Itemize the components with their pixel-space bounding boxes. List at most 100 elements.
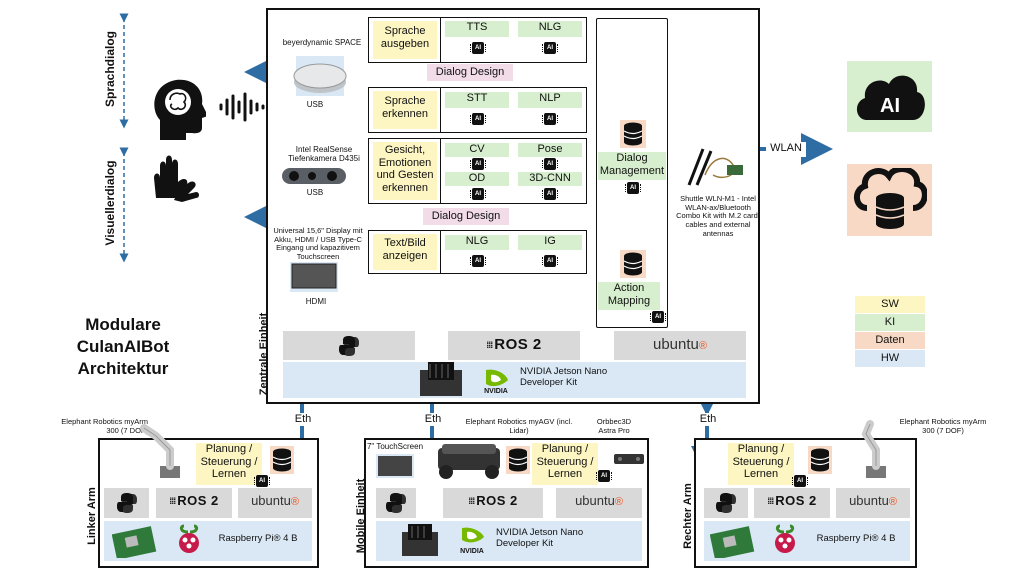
right-arm-robot: Elephant Robotics myArm 300 (7 DOF) bbox=[899, 417, 987, 435]
ki-3d-cnn: 3D-CNN bbox=[518, 172, 582, 186]
speaker-port: USB bbox=[306, 100, 324, 109]
eth-label-right: Eth bbox=[693, 413, 723, 426]
ki-stt: STT bbox=[445, 92, 509, 108]
robot-arm-icon bbox=[140, 424, 180, 478]
ubuntu-strip bbox=[556, 488, 642, 518]
right-arm-label: Rechter Arm bbox=[682, 483, 694, 549]
raspberry-logo-icon bbox=[179, 524, 199, 553]
database-icon bbox=[623, 122, 643, 146]
legend-sw: SW bbox=[855, 296, 925, 313]
ai-chip-icon: AI bbox=[542, 255, 558, 267]
ubuntu-logo: ubuntu® bbox=[575, 493, 623, 508]
ros2-logo: ⁞⁞⁞ROS 2 bbox=[169, 493, 219, 508]
ki-tts: TTS bbox=[445, 21, 509, 37]
nvidia-wordmark: NVIDIA bbox=[484, 388, 508, 395]
head-brain-icon bbox=[154, 79, 206, 140]
sign-language-hands-icon bbox=[154, 155, 199, 202]
ai-chip-icon: AI bbox=[542, 42, 558, 54]
left-arm-robot: Elephant Robotics myArm 300 (7 DOF) bbox=[61, 417, 148, 435]
mobile-planning: Planung / Steuerung / Lernen bbox=[532, 443, 598, 485]
legend-hw: HW bbox=[855, 350, 925, 367]
ki-nlg-2: NLG bbox=[445, 235, 509, 250]
camera-name: Intel RealSense Tiefenkamera D435i bbox=[288, 145, 360, 164]
ki-nlp: NLP bbox=[518, 92, 582, 108]
robot-arm-icon bbox=[861, 420, 886, 478]
jetson-board-icon bbox=[402, 524, 438, 556]
ros2-label: ROS 2 bbox=[476, 493, 518, 508]
ubuntu-label: ubuntu bbox=[575, 493, 615, 508]
ros2-logo: ⁞⁞⁞ROS 2 bbox=[468, 493, 518, 508]
ubuntu-strip bbox=[238, 488, 312, 518]
speakerphone-icon bbox=[293, 56, 347, 96]
jetson-hw-area bbox=[283, 362, 746, 398]
ros2-strip bbox=[448, 331, 580, 360]
raspberry-board-icon bbox=[112, 526, 157, 558]
jetson-label: NVIDIA Jetson Nano Developer Kit bbox=[520, 366, 608, 388]
astra-camera-icon bbox=[614, 454, 644, 464]
ai-chip-icon: AI bbox=[596, 470, 612, 482]
ai-chip-icon: AI bbox=[470, 158, 486, 170]
wlan-label: WLAN bbox=[766, 142, 806, 157]
ubuntu-logo: ubuntu® bbox=[653, 336, 707, 353]
row-divider bbox=[440, 17, 441, 63]
ai-chip-icon: AI bbox=[470, 255, 486, 267]
dialog-design-label-bottom: Dialog Design bbox=[423, 208, 509, 225]
side-label-sprachdialog: Sprachdialog bbox=[103, 31, 117, 108]
database-icon bbox=[508, 448, 528, 472]
ros2-strip bbox=[754, 488, 830, 518]
ki-nlg: NLG bbox=[518, 21, 582, 37]
mobile-camera-label: Orbbec3D Astra Pro bbox=[596, 417, 632, 435]
sw-text-bild-anzeigen: Text/Bild anzeigen bbox=[373, 234, 437, 270]
ai-chip-icon: AI bbox=[625, 182, 641, 194]
ki-pose: Pose bbox=[518, 143, 582, 157]
ros2-logo: ⁞⁞⁞ROS 2 bbox=[767, 493, 817, 508]
ros2-label: ROS 2 bbox=[177, 493, 219, 508]
title-line-2: CulanAIBot bbox=[76, 337, 170, 356]
sw-sprache-ausgeben: Sprache ausgeben bbox=[373, 21, 437, 59]
sw-sprache-erkennen: Sprache erkennen bbox=[373, 91, 437, 129]
ros2-strip bbox=[156, 488, 232, 518]
ros2-strip bbox=[443, 488, 543, 518]
cloud-database-icon bbox=[854, 168, 927, 229]
ai-chip-icon: AI bbox=[470, 188, 486, 200]
left-board-label: Raspberry Pi® 4 B bbox=[218, 533, 298, 544]
legend-daten: Daten bbox=[855, 332, 925, 349]
central-unit-label: Zentrale Einheit bbox=[258, 312, 270, 396]
side-label-visuelldialog: Visuellerdialog bbox=[103, 160, 117, 246]
ai-chip-icon: AI bbox=[470, 42, 486, 54]
speaker-name: beyerdynamic SPACE bbox=[282, 38, 362, 47]
ros2-label: ROS 2 bbox=[775, 493, 817, 508]
display-name: Universal 15,6" Display mit Akku, HDMI /… bbox=[273, 226, 363, 261]
camera-port: USB bbox=[306, 188, 324, 197]
left-planning: Planung / Steuerung / Lernen bbox=[196, 443, 262, 485]
ubuntu-label: ubuntu bbox=[653, 336, 699, 353]
action-mapping-label: Action Mapping bbox=[598, 282, 660, 310]
ai-chip-icon: AI bbox=[792, 475, 808, 487]
wlan-device-label: Shuttle WLN-M1 - Intel WLAN-ax/Bluetooth… bbox=[676, 194, 760, 238]
ros2-label: ROS 2 bbox=[494, 336, 542, 353]
ai-chip-icon: AI bbox=[254, 475, 270, 487]
mobile-board-label: NVIDIA Jetson Nano Developer Kit bbox=[496, 527, 584, 549]
python-logo-icon bbox=[339, 336, 359, 356]
database-icon bbox=[272, 448, 292, 472]
row-divider bbox=[440, 87, 441, 133]
raspberry-logo-icon bbox=[775, 524, 795, 553]
ki-od: OD bbox=[445, 172, 509, 186]
mobile-unit-label: Mobile Einheit bbox=[355, 478, 367, 554]
ubuntu-label: ubuntu bbox=[251, 493, 291, 508]
ubuntu-logo: ubuntu® bbox=[251, 493, 299, 508]
svg-text:AI: AI bbox=[880, 95, 900, 117]
python-logo-icon bbox=[716, 493, 736, 513]
eth-label-mobile: Eth bbox=[418, 413, 448, 426]
architecture-title: Modulare CulanAIBot Architektur bbox=[58, 314, 188, 380]
database-icon bbox=[623, 252, 643, 276]
database-icon bbox=[810, 448, 830, 472]
title-line-3: Architektur bbox=[77, 359, 169, 378]
touchscreen-icon bbox=[376, 454, 414, 478]
wlan-antenna-kit-icon bbox=[687, 148, 743, 186]
sound-wave-icon bbox=[219, 92, 265, 122]
software-row-4 bbox=[368, 230, 587, 274]
display-icon bbox=[290, 262, 338, 292]
nvidia-wordmark: NVIDIA bbox=[460, 548, 484, 555]
sw-gesicht-emotionen: Gesicht, Emotionen und Gesten erkennen bbox=[373, 142, 437, 200]
